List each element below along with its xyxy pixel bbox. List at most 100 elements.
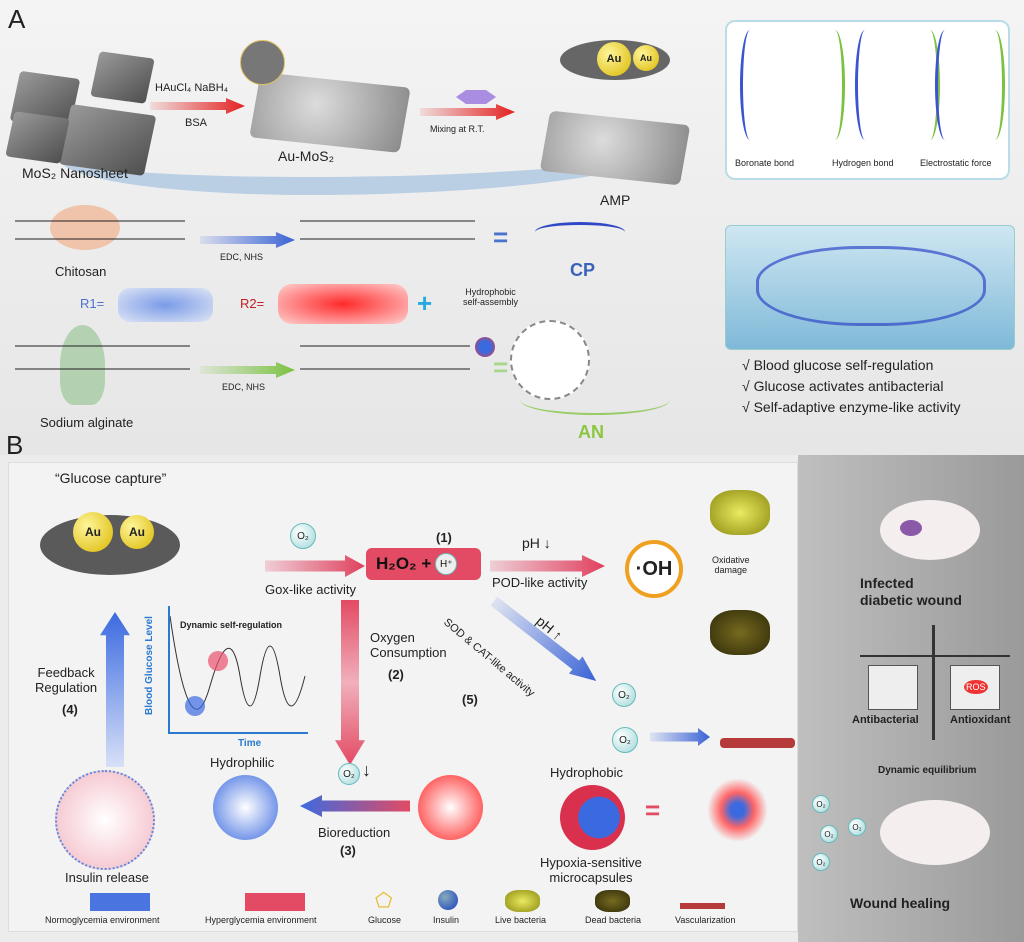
- feedback-label: Feedback Regulation: [35, 665, 98, 695]
- insulin-icon: [438, 890, 458, 910]
- h2o2-box: H₂O₂ + H⁺: [366, 548, 481, 580]
- oxygen-bubble: O₂: [812, 853, 830, 871]
- legend-label: Live bacteria: [495, 915, 547, 925]
- reagent-label: BSA: [185, 117, 208, 129]
- hydrophilic-label: Hydrophilic: [210, 755, 275, 770]
- chitosan-label: Chitosan: [55, 264, 107, 279]
- au-mos2-label: Au-MoS₂: [278, 148, 335, 164]
- r2-label: R2=: [240, 296, 265, 311]
- feature-item: √ Blood glucose self-regulation: [742, 357, 934, 373]
- r2-group: [278, 284, 408, 324]
- plus-sign: +: [417, 288, 433, 318]
- step-3-label: (3): [340, 843, 356, 858]
- step-1-label: (1): [436, 530, 452, 545]
- au-particle: Au: [73, 512, 113, 552]
- infected-wound-label: Infected diabetic wound: [860, 575, 962, 608]
- nitroimidazole-icon: [418, 775, 483, 840]
- polymer-chain: [825, 30, 845, 140]
- seaweed-icon: [60, 325, 105, 405]
- glucose-icon: ⬠: [375, 890, 393, 912]
- oxygen-bubble: O₂: [820, 825, 838, 843]
- mos2-sheet: [90, 51, 155, 104]
- mos2-sheet: [5, 111, 70, 164]
- legend-label: Vascularization: [675, 915, 736, 925]
- legend-normoglycemia-swatch: [90, 893, 150, 911]
- equals-sign: =: [645, 795, 661, 825]
- gox-label: Gox-like activity: [265, 582, 357, 597]
- arrow-right: [200, 362, 295, 378]
- bond-label-boronate: Boronate bond: [735, 158, 795, 168]
- arrow-right: [265, 555, 365, 577]
- legend-label: Hyperglycemia environment: [205, 915, 317, 925]
- dynamic-label: Dynamic self-regulation: [180, 620, 283, 630]
- cp-chain: [535, 222, 625, 242]
- au-particle: Au: [633, 45, 659, 71]
- arrow-down-icon: ↓: [362, 760, 371, 780]
- balance-scale: [932, 625, 935, 740]
- equals-sign: =: [493, 352, 509, 382]
- micelle-structure: [690, 760, 785, 860]
- cp-structure: [300, 220, 475, 240]
- y-axis-label: Blood Glucose Level: [143, 616, 155, 715]
- oxygen-bubble: O₂: [812, 795, 830, 813]
- oxygen-consumption-label: Oxygen Consumption: [370, 630, 447, 660]
- insulin-release-particle: [55, 770, 155, 870]
- polymer-chain: [985, 30, 1005, 140]
- polymer-chain: [855, 30, 875, 140]
- equals-sign: =: [493, 222, 509, 252]
- microcapsule-icon: [560, 785, 625, 850]
- oxygen-bubble: O₂: [338, 763, 360, 785]
- crab-icon: [50, 205, 120, 250]
- an-structure: [300, 345, 470, 370]
- glucose-graph: [168, 606, 308, 734]
- bond-label-electrostatic: Electrostatic force: [920, 158, 992, 168]
- reagent-label: EDC, NHS: [220, 252, 264, 262]
- oxygen-bubble: O₂: [290, 523, 316, 549]
- wound-icon: [900, 520, 922, 536]
- step-5-label: (5): [462, 692, 478, 707]
- insulin-release-label: Insulin release: [65, 870, 149, 885]
- an-label: AN: [578, 422, 604, 442]
- arrow-right: [650, 728, 710, 746]
- an-chain: [520, 385, 670, 415]
- legend-label: Normoglycemia environment: [45, 915, 160, 925]
- healed-mouse: [880, 800, 990, 865]
- wound-healing-label: Wound healing: [850, 895, 951, 911]
- hydrogel-block: [725, 225, 1015, 350]
- microcapsules-label: Hypoxia-sensitive microcapsules: [540, 855, 642, 885]
- h2o2-label: H₂O₂ +: [376, 554, 432, 573]
- live-bacteria-icon: [505, 890, 540, 912]
- oxidative-label: Oxidative damage: [712, 555, 750, 575]
- r1-group: [118, 288, 213, 322]
- glucose-curve: [169, 615, 306, 716]
- micelle-icon: [475, 337, 495, 357]
- equilibrium-label: Dynamic equilibrium: [878, 765, 977, 776]
- arrow-right: [150, 98, 245, 114]
- polymer-chain: [935, 30, 955, 140]
- balance-beam: [860, 655, 1010, 657]
- vascularization-icon: [720, 738, 795, 748]
- cp-network: [756, 246, 986, 326]
- antibacterial-pan: [868, 665, 918, 710]
- alginate-structure: [15, 345, 190, 370]
- thiol-phenylboronic-icon: [456, 90, 496, 104]
- antibacterial-label: Antibacterial: [852, 714, 919, 726]
- arrow-right: [490, 555, 605, 577]
- proton-bubble: H⁺: [435, 553, 458, 575]
- glucose-capture-label: “Glucose capture”: [55, 470, 167, 486]
- step-4-label: (4): [62, 702, 78, 717]
- au-particle: Au: [120, 515, 154, 549]
- hydroxyl-radical: ·OH: [625, 540, 683, 598]
- oxygen-tube: O₂: [612, 727, 638, 753]
- reagent-label: EDC, NHS: [222, 382, 266, 392]
- cp-label: CP: [570, 260, 596, 280]
- aminoimidazole-icon: [213, 775, 278, 840]
- alginate-label: Sodium alginate: [40, 415, 134, 430]
- chitosan-structure: [15, 220, 185, 240]
- bioreduction-label: Bioreduction: [318, 825, 391, 840]
- arrow-right: [420, 104, 515, 120]
- amp-label: AMP: [600, 192, 631, 208]
- dead-bacteria-icon: [595, 890, 630, 912]
- au-particle: Au: [597, 42, 631, 76]
- self-assembly-label: Hydrophobic self-assembly: [463, 287, 519, 307]
